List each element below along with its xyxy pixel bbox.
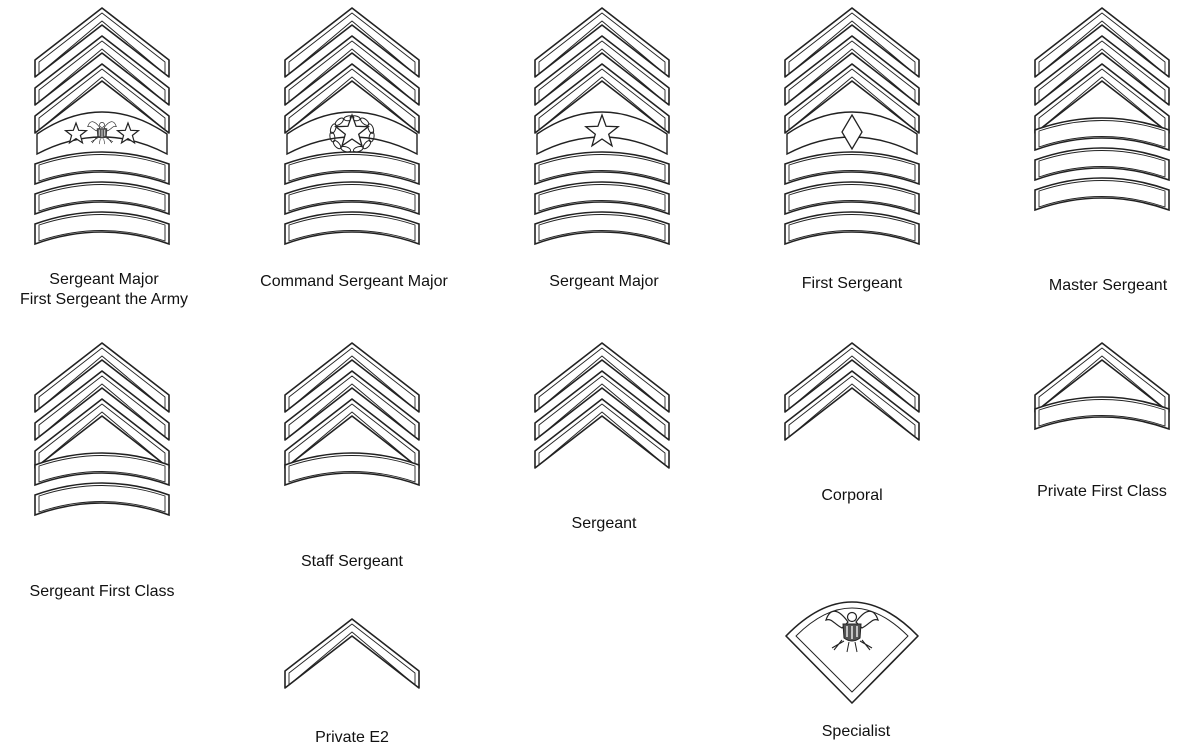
rocker-1 (1035, 397, 1169, 429)
insignia-label-specialist: Specialist (736, 722, 976, 742)
rocker-2 (35, 483, 169, 515)
insignia-label-sergeant-first-class: Sergeant First Class (0, 582, 222, 602)
insignia-label-line: Staff Sergeant (232, 552, 472, 572)
rocker-3 (535, 212, 669, 244)
rocker-3 (785, 212, 919, 244)
insignia-label-first-sergeant: First Sergeant (732, 274, 972, 294)
insignia-label-corporal: Corporal (732, 486, 972, 506)
insignia-label-line: Corporal (732, 486, 972, 506)
insignia-label-line: First Sergeant (732, 274, 972, 294)
rocker-1 (535, 152, 669, 184)
insignia-label-command-sergeant-major: Command Sergeant Major (234, 272, 474, 292)
rocker-2 (285, 182, 419, 214)
insignia-label-line: Master Sergeant (988, 276, 1185, 296)
rocker-2 (785, 182, 919, 214)
rocker-3 (285, 212, 419, 244)
rocker-1 (285, 453, 419, 485)
insignia-staff-sergeant (285, 343, 419, 485)
insignia-sergeant-major (535, 8, 669, 244)
insignia-label-sergeant-major: Sergeant Major (484, 272, 724, 292)
insignia-label-line: Private E2 (232, 728, 472, 748)
rocker-2 (35, 182, 169, 214)
insignia-label-staff-sergeant: Staff Sergeant (232, 552, 472, 572)
insignia-specialist (786, 602, 918, 703)
insignia-command-sergeant-major (285, 8, 419, 244)
insignia-label-master-sergeant: Master Sergeant (988, 276, 1185, 296)
chevron-1 (285, 619, 419, 688)
insignia-master-sergeant (1035, 8, 1169, 210)
insignia-label-private-first-class: Private First Class (982, 482, 1185, 502)
insignia-private-first-class (1035, 343, 1169, 429)
insignia-label-line: First Sergeant the Army (0, 290, 224, 310)
insignia-label-private-e2: Private E2 (232, 728, 472, 748)
insignia-label-line: Sergeant (484, 514, 724, 534)
insignia-label-line: Sergeant Major (484, 272, 724, 292)
insignia-corporal (785, 343, 919, 440)
insignia-label-line: Specialist (736, 722, 976, 742)
insignia-sergeant-major-of-the-army (35, 8, 169, 244)
insignia-label-sergeant: Sergeant (484, 514, 724, 534)
insignia-first-sergeant (785, 8, 919, 244)
insignia-sergeant (535, 343, 669, 468)
rocker-1 (35, 152, 169, 184)
rocker-1 (785, 152, 919, 184)
insignia-label-line: Sergeant First Class (0, 582, 222, 602)
rocker-2 (1035, 148, 1169, 180)
insignia-label-line: Private First Class (982, 482, 1185, 502)
rocker-3 (1035, 178, 1169, 210)
rocker-3 (35, 212, 169, 244)
rocker-2 (535, 182, 669, 214)
insignia-private-e2 (285, 619, 419, 688)
insignia-label-line: Sergeant Major (0, 270, 224, 290)
insignia-label-line: Command Sergeant Major (234, 272, 474, 292)
rocker-1 (1035, 118, 1169, 150)
rocker-1 (285, 152, 419, 184)
insignia-sergeant-first-class (35, 343, 169, 515)
rocker-1 (35, 453, 169, 485)
